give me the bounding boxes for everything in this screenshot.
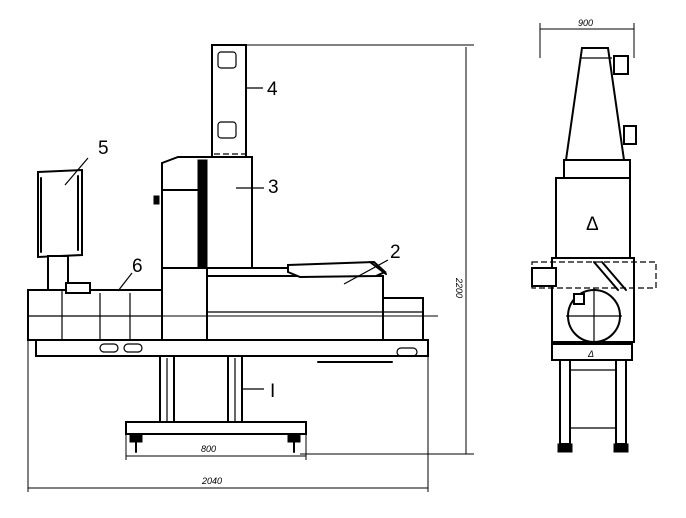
dim-overall-length: 2040 bbox=[201, 476, 222, 486]
dim-side-width: 900 bbox=[578, 18, 593, 28]
upper-column bbox=[211, 44, 247, 158]
dimension-lines bbox=[27, 44, 474, 492]
callout-leaders bbox=[64, 87, 389, 390]
callout-feeder: 2 bbox=[390, 242, 401, 263]
front-view: 4 3 2 5 6 I 800 2040 2200 bbox=[27, 44, 474, 492]
feeder-unit bbox=[28, 260, 438, 341]
side-view-marker: Δ bbox=[586, 214, 599, 235]
side-conveyor bbox=[531, 257, 657, 344]
side-base-marker: Δ bbox=[587, 349, 594, 359]
dim-leg-spacing: 800 bbox=[201, 444, 216, 454]
side-housing: Δ bbox=[555, 159, 631, 259]
support-frame bbox=[125, 355, 307, 453]
dim-overall-height: 2200 bbox=[454, 277, 464, 298]
callout-column: 4 bbox=[267, 79, 278, 100]
side-view: 900 Δ Δ bbox=[531, 18, 657, 453]
callout-frame: I bbox=[270, 381, 275, 402]
side-base: Δ bbox=[551, 343, 633, 453]
side-column bbox=[564, 47, 637, 161]
bed-plate bbox=[35, 339, 429, 363]
callout-housing: 3 bbox=[268, 177, 279, 198]
callout-cabinet: 5 bbox=[98, 138, 109, 159]
callout-conveyor: 6 bbox=[132, 256, 143, 277]
